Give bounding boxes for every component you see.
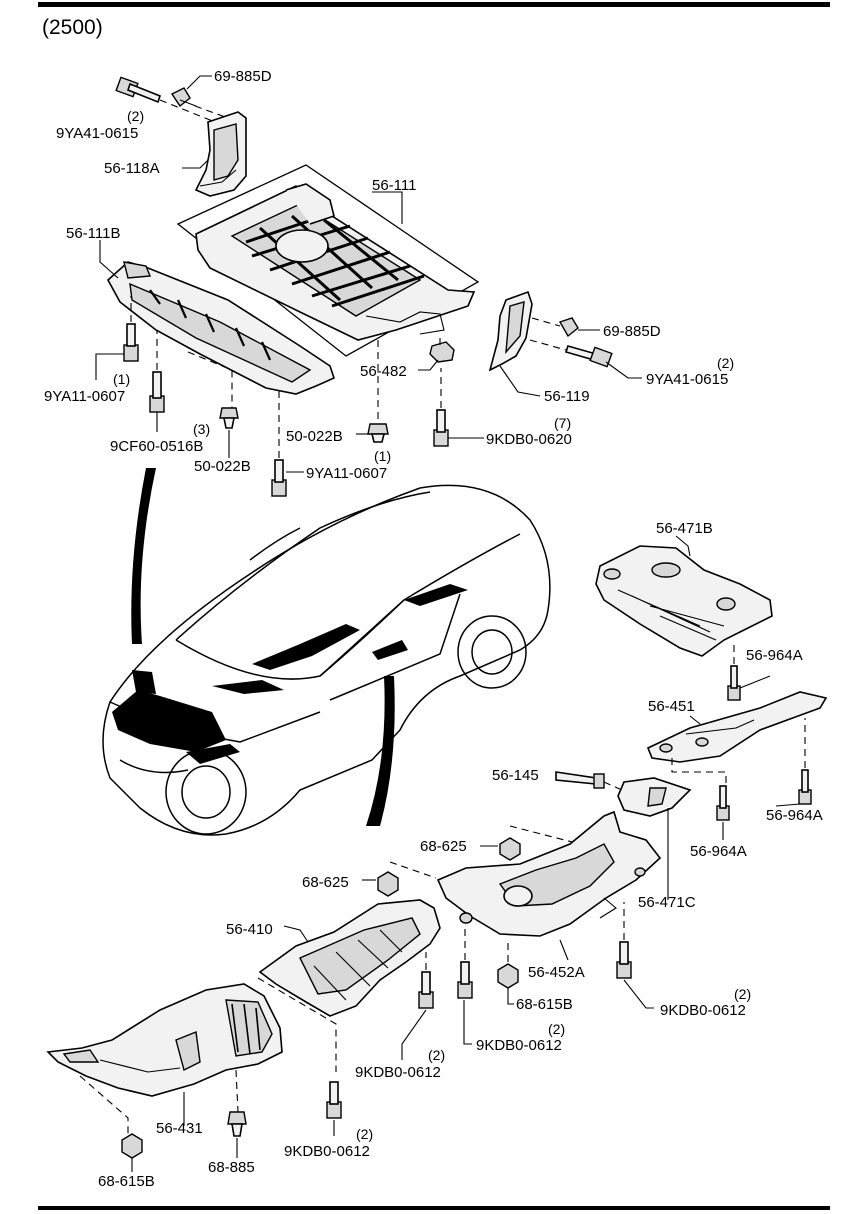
bolt-9kdb0-0612-right — [616, 941, 632, 979]
qty-9kdb0-0612-mid-a: (2) — [548, 1021, 565, 1037]
clip-69-885d-right — [558, 317, 579, 338]
bracket-56-118a — [194, 111, 247, 197]
label-68-615b-low: 68-615B — [98, 1173, 155, 1190]
label-68-615b-mid: 68-615B — [516, 996, 573, 1013]
bolt-56-964a-top — [727, 665, 741, 701]
part-labels: 69-885D (2) 9YA41-0615 56-118A 56-111 56… — [44, 68, 823, 1190]
label-56-145: 56-145 — [492, 767, 539, 784]
bolt-56-964a-right — [798, 769, 812, 805]
nut-68-625-lower — [377, 871, 399, 897]
qty-9ya41-0615-top: (2) — [127, 108, 144, 124]
clip-50-022b-low — [219, 407, 239, 429]
bracket-56-119 — [488, 290, 533, 372]
clip-56-482 — [429, 341, 455, 363]
label-9cf60-0516b: 9CF60-0516B — [110, 438, 203, 455]
label-56-118a: 56-118A — [104, 160, 160, 177]
qty-9ya11-0607-left: (1) — [113, 371, 130, 387]
qty-9kdb0-0620: (7) — [554, 415, 571, 431]
label-68-885: 68-885 — [208, 1159, 255, 1176]
heat-shield-56-410 — [258, 899, 441, 1017]
label-9kdb0-0612-mid-a: 9KDB0-0612 — [476, 1037, 562, 1054]
bolt-9ya41-0615-right — [564, 345, 613, 368]
clip-68-885 — [227, 1111, 247, 1137]
leader-curve-right — [366, 676, 395, 826]
label-56-471c: 56-471C — [638, 894, 696, 911]
label-56-482: 56-482 — [360, 363, 407, 380]
label-56-964a-right: 56-964A — [766, 807, 823, 824]
label-50-022b-mid: 50-022B — [286, 428, 343, 445]
label-9kdb0-0612-right: 9KDB0-0612 — [660, 1002, 746, 1019]
label-68-625-lower: 68-625 — [302, 874, 349, 891]
undercover-56-111 — [176, 164, 480, 357]
heat-shield-56-451 — [646, 691, 828, 763]
qty-9ya41-0615-right: (2) — [717, 355, 734, 371]
front-cover-56-111b — [106, 261, 335, 395]
vehicle-outline — [102, 484, 551, 836]
bolt-9ya11-0607-left — [123, 323, 139, 362]
bolt-9ya11-0607-mid — [271, 459, 287, 497]
label-9ya41-0615-top: 9YA41-0615 — [56, 125, 138, 142]
qty-9ya11-0607-mid: (1) — [374, 448, 391, 464]
label-56-964a-mid: 56-964A — [690, 843, 747, 860]
label-69-885d-top: 69-885D — [214, 68, 272, 85]
bolt-9kdb0-0612-low — [326, 1081, 342, 1119]
label-68-625-upper: 68-625 — [420, 838, 467, 855]
bottom-rule — [38, 1206, 830, 1210]
bolt-9kdb0-0612-mid-b — [418, 971, 434, 1009]
label-56-964a-top: 56-964A — [746, 647, 803, 664]
qty-9kdb0-0612-right: (2) — [734, 986, 751, 1002]
heat-shield-56-471b — [595, 545, 773, 657]
label-56-471b: 56-471B — [656, 520, 713, 537]
bolt-9ya41-0615-top — [115, 76, 161, 104]
qty-9cf60-0516b: (3) — [193, 421, 210, 437]
label-9ya11-0607-left: 9YA11-0607 — [44, 388, 125, 405]
label-56-451: 56-451 — [648, 698, 695, 715]
group-code: (2500) — [42, 16, 103, 39]
label-9kdb0-0612-low: 9KDB0-0612 — [284, 1143, 370, 1160]
label-56-119: 56-119 — [544, 388, 590, 405]
bolt-56-145 — [555, 771, 605, 789]
label-50-022b-low: 50-022B — [194, 458, 251, 475]
label-56-111b: 56-111B — [66, 225, 121, 242]
heat-shield-56-452a — [436, 810, 662, 937]
label-56-431: 56-431 — [156, 1120, 203, 1137]
label-69-885d-right: 69-885D — [603, 323, 661, 340]
clip-50-022b-mid — [367, 423, 389, 443]
label-9ya11-0607-mid: 9YA11-0607 — [306, 465, 387, 482]
nut-68-615b-low — [121, 1133, 143, 1159]
label-56-111: 56-111 — [372, 177, 416, 194]
label-9kdb0-0612-mid-b: 9KDB0-0612 — [355, 1064, 441, 1081]
qty-9kdb0-0612-low: (2) — [356, 1126, 373, 1142]
label-9kdb0-0620: 9KDB0-0620 — [486, 431, 572, 448]
leader-curve-left — [131, 468, 156, 644]
clip-69-885d-top — [170, 87, 197, 108]
top-rule — [38, 2, 830, 7]
heat-shield-56-431 — [46, 983, 283, 1097]
bolt-9cf60-0516b — [149, 371, 165, 413]
label-56-410: 56-410 — [226, 921, 273, 938]
bracket-56-471c — [617, 777, 692, 817]
nut-68-625-upper — [499, 837, 521, 861]
label-9ya41-0615-right: 9YA41-0615 — [646, 371, 728, 388]
nut-68-615b-mid — [497, 963, 519, 989]
label-56-452a: 56-452A — [528, 964, 585, 981]
bolt-9kdb0-0620 — [433, 409, 449, 447]
qty-9kdb0-0612-mid-b: (2) — [428, 1047, 445, 1063]
bolt-9kdb0-0612-mid-a — [457, 961, 473, 999]
bolt-56-964a-mid — [716, 785, 730, 821]
